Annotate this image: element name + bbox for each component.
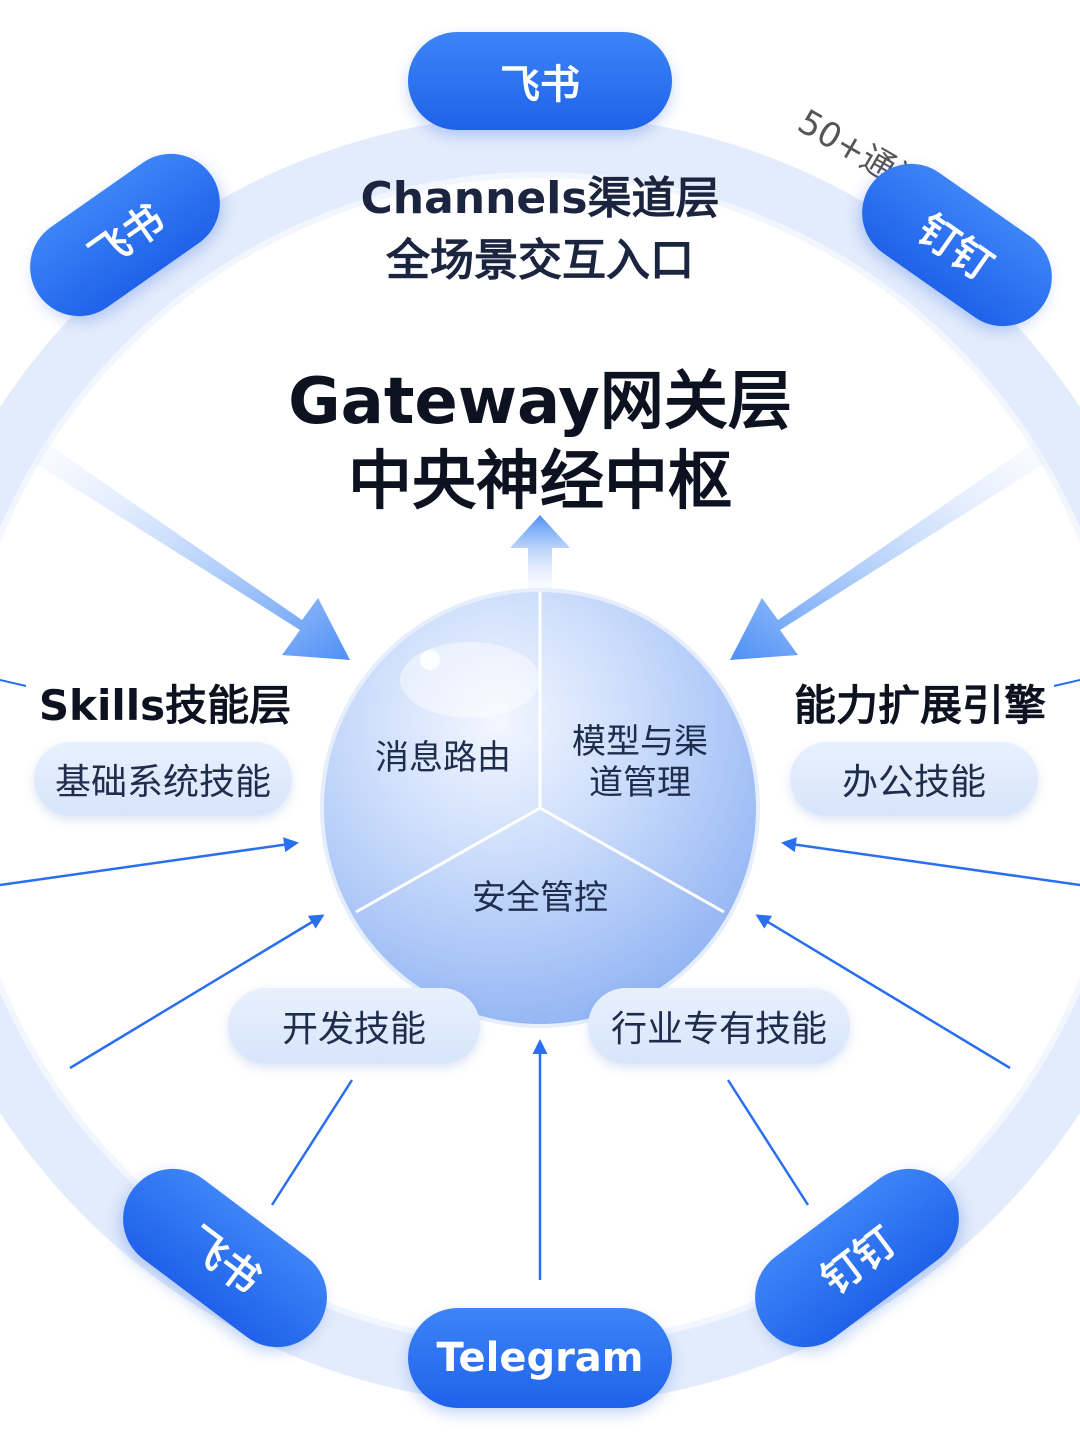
tick-left-edge bbox=[0, 680, 26, 686]
gateway-title: Gateway网关层 bbox=[230, 350, 850, 442]
extension-pill-office[interactable]: 办公技能 bbox=[790, 742, 1038, 816]
skill-pill-industry[interactable]: 行业专有技能 bbox=[588, 988, 850, 1064]
channel-pill-bottom[interactable]: Telegram bbox=[408, 1308, 672, 1408]
gateway-subtitle: 中央神经中枢 bbox=[230, 430, 850, 522]
up-big-arrow bbox=[510, 515, 570, 590]
connector-right-bottom bbox=[728, 1080, 808, 1205]
channel-pill-top[interactable]: 飞书 bbox=[408, 32, 672, 130]
arrow-line-left-mid bbox=[0, 843, 296, 885]
extension-title: 能力扩展引擎 bbox=[780, 672, 1060, 733]
arrow-line-right-mid bbox=[784, 843, 1080, 885]
sphere-segment-routing: 消息路由 bbox=[358, 738, 528, 779]
skills-title: Skills技能层 bbox=[30, 672, 300, 733]
sphere-highlight bbox=[400, 642, 540, 718]
channels-subtitle: 全场景交互入口 bbox=[300, 224, 780, 288]
sphere-segment-model-channel: 模型与渠道管理 bbox=[560, 722, 720, 804]
skill-pill-dev[interactable]: 开发技能 bbox=[228, 988, 480, 1064]
sphere-segment-security: 安全管控 bbox=[440, 878, 640, 919]
connector-left-bottom bbox=[272, 1080, 352, 1205]
skill-pill-basic[interactable]: 基础系统技能 bbox=[34, 742, 292, 816]
channels-title: Channels渠道层 bbox=[300, 162, 780, 226]
